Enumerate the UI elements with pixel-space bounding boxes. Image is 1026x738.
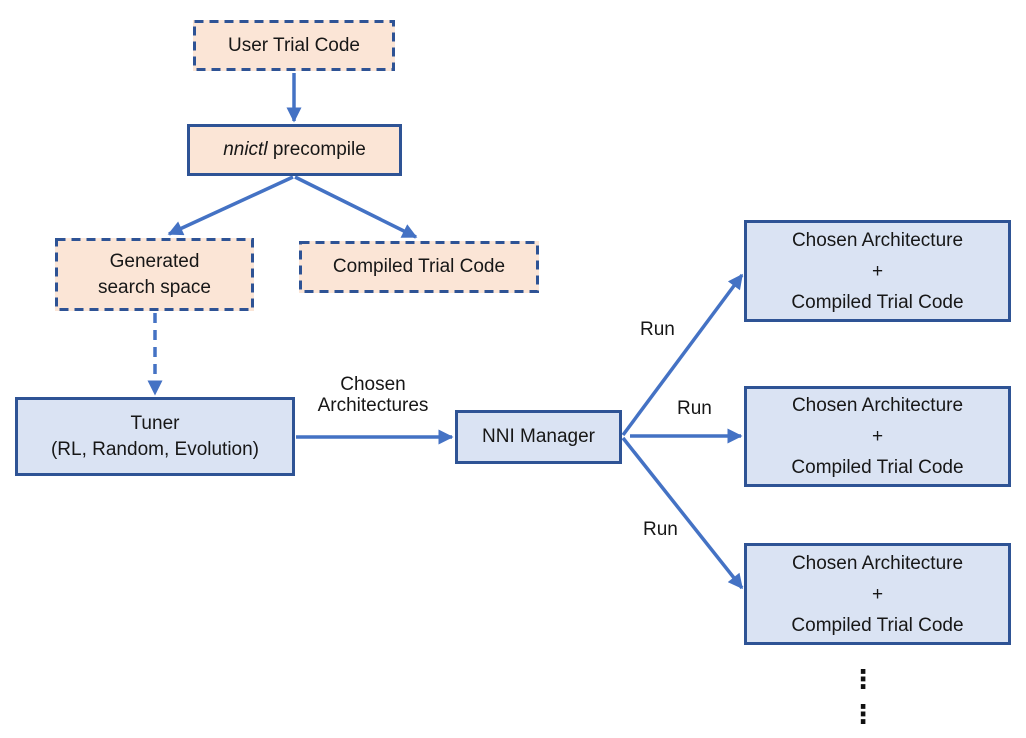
arrow-precompile-to-searchspace [167, 175, 294, 236]
node-trial-3: Chosen Architecture + Compiled Trial Cod… [744, 543, 1011, 645]
nnictl-command-text: nnictl [223, 139, 268, 161]
node-tuner-line1: Tuner [130, 412, 180, 434]
edge-label-run-middle: Run [677, 398, 712, 419]
node-trial-1-line3: Compiled Trial Code [791, 291, 964, 313]
continuation-ellipsis-bottom: ⋮ [850, 699, 876, 729]
node-trial-1: Chosen Architecture + Compiled Trial Cod… [744, 220, 1011, 322]
node-user-trial-code: User Trial Code [193, 20, 395, 71]
node-trial-2-line3: Compiled Trial Code [791, 457, 964, 478]
node-trial-3-line2: + [871, 583, 884, 605]
edge-label-run-bottom: Run [643, 519, 678, 540]
edge-label-chosen-architectures-line1: Chosen [340, 374, 406, 395]
node-trial-3-line3: Compiled Trial Code [791, 614, 964, 636]
node-trial-2-line1: Chosen Architecture [791, 395, 964, 416]
node-tuner: Tuner (RL, Random, Evolution) [15, 397, 295, 476]
arrow-nnimanager-to-trial-3 [621, 436, 744, 590]
node-generated-search-space-line1: Generated [109, 250, 200, 272]
node-trial-1-line1: Chosen Architecture [791, 229, 964, 251]
node-user-trial-code-label: User Trial Code [228, 34, 360, 56]
arrow-precompile-to-compiledcode [294, 175, 418, 239]
node-nnictl-precompile: nnictl precompile [187, 124, 402, 176]
node-nnictl-precompile-label: nnictl precompile [223, 137, 366, 163]
precompile-text: precompile [267, 139, 366, 161]
node-trial-1-line2: + [871, 260, 884, 282]
edge-label-run-top: Run [640, 319, 675, 340]
node-compiled-trial-code: Compiled Trial Code [299, 241, 539, 293]
node-trial-2-line2: + [871, 426, 884, 447]
node-compiled-trial-code-label: Compiled Trial Code [332, 256, 506, 278]
node-generated-search-space: Generated search space [55, 238, 254, 311]
node-trial-3-line1: Chosen Architecture [791, 552, 964, 574]
node-trial-2: Chosen Architecture + Compiled Trial Cod… [744, 386, 1011, 487]
node-nni-manager: NNI Manager [455, 410, 622, 464]
continuation-ellipsis-top: ⋮ [850, 664, 876, 694]
node-generated-search-space-line2: search space [97, 276, 211, 298]
node-tuner-line2: (RL, Random, Evolution) [50, 438, 260, 460]
edge-label-chosen-architectures: Chosen Architectures [303, 374, 443, 416]
node-nni-manager-label: NNI Manager [482, 426, 595, 448]
edge-label-chosen-architectures-line2: Architectures [317, 395, 429, 416]
